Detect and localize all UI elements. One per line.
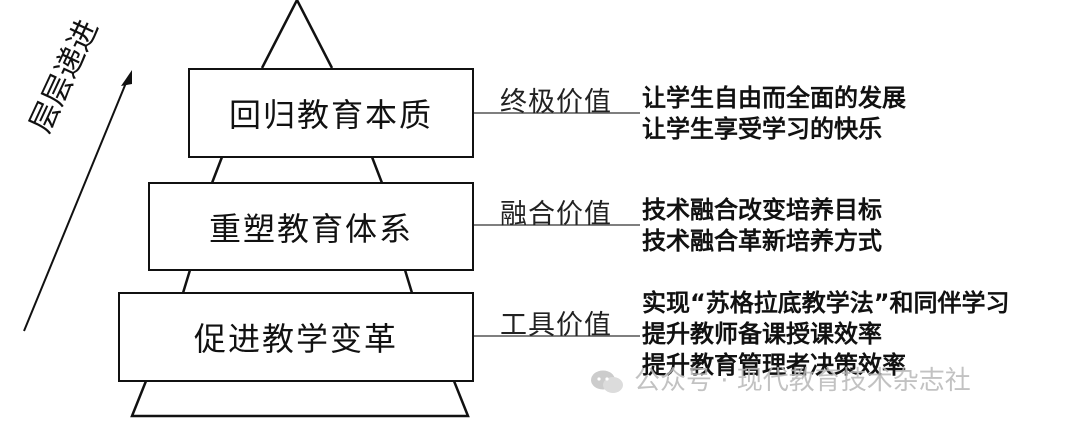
detail-block-1: 让学生自由而全面的发展 让学生享受学习的快乐 [642, 83, 906, 145]
category-label-1: 终极价值 [500, 87, 612, 118]
detail-line: 提升教育管理者决策效率 [642, 351, 906, 379]
category-label-3: 工具价值 [500, 310, 612, 341]
detail-line: 让学生享受学习的快乐 [642, 115, 882, 143]
level-box-1: 回归教育本质 [188, 68, 474, 158]
watermark: 公众号 · 现代教育技术杂志社 [590, 360, 971, 397]
category-label-2: 融合价值 [500, 199, 612, 230]
detail-line: 提升教师备课授课效率 [642, 320, 882, 348]
pyramid-edge [181, 269, 192, 294]
level-box-2: 重塑教育体系 [148, 182, 474, 271]
pyramid-edge [210, 156, 224, 184]
detail-line: 让学生自由而全面的发展 [642, 84, 906, 112]
detail-line: 技术融合改变培养目标 [642, 196, 882, 224]
pyramid-edge [403, 269, 414, 294]
detail-block-3: 实现“苏格拉底教学法”和同伴学习 提升教师备课授课效率 提升教育管理者决策效率 [642, 288, 1010, 381]
progression-arrow [23, 77, 129, 332]
arrow-head-icon [121, 70, 132, 86]
wechat-icon [591, 370, 623, 393]
detail-line: 技术融合革新培养方式 [642, 227, 882, 255]
watermark-text: 公众号 · 现代教育技术杂志社 [634, 366, 971, 396]
pyramid-base [130, 380, 470, 418]
pyramid-apex [260, 0, 334, 69]
level-box-3: 促进教学变革 [118, 292, 474, 382]
pyramid-edge [370, 156, 384, 184]
detail-block-2: 技术融合改变培养目标 技术融合革新培养方式 [642, 195, 882, 257]
detail-line: 实现“苏格拉底教学法”和同伴学习 [642, 289, 1010, 317]
